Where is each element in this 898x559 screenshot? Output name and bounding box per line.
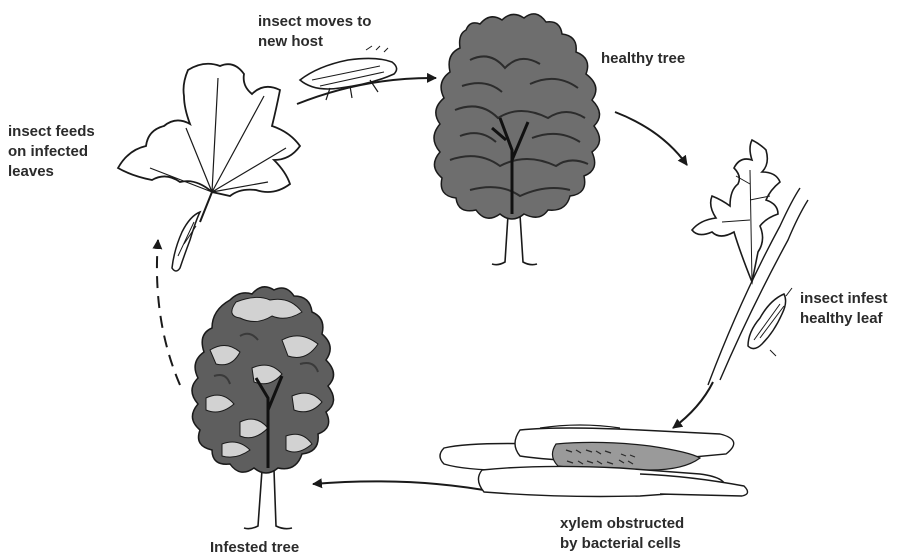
arrow-to-healthy-leaf	[615, 112, 687, 165]
label-infested-tree: Infested tree	[210, 538, 299, 558]
arrow-to-xylem	[673, 382, 713, 428]
insect-icon	[300, 46, 397, 100]
xylem-vessels-icon	[440, 425, 748, 497]
infested-tree-icon	[192, 287, 334, 529]
label-insect-moves: insect moves to new host	[258, 12, 371, 52]
infected-leaf-icon	[118, 64, 300, 271]
label-insect-infest: insect infest healthy leaf	[800, 289, 888, 329]
arrow-to-infested-tree	[313, 481, 495, 492]
label-xylem-obstructed: xylem obstructed by bacterial cells	[560, 514, 684, 554]
healthy-leaf-icon	[692, 140, 808, 385]
healthy-tree-icon	[434, 14, 600, 265]
label-healthy-tree: healthy tree	[601, 49, 685, 69]
label-insect-feeds: insect feeds on infected leaves	[8, 122, 95, 182]
